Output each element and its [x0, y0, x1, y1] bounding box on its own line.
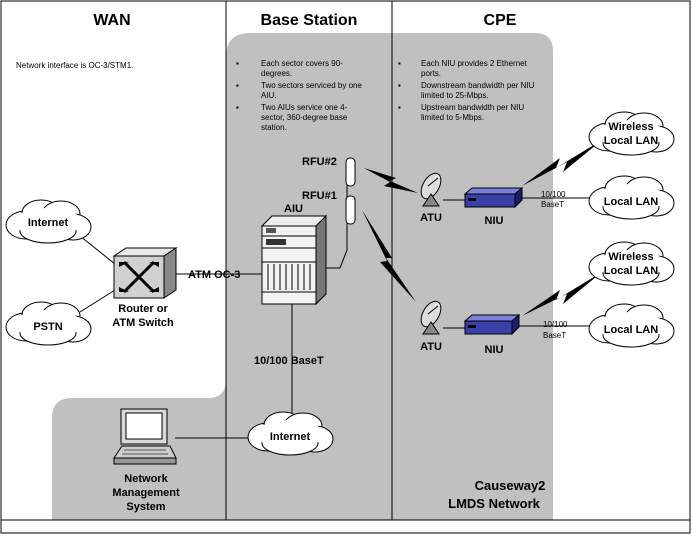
- internet-cloud-wan: Internet: [5, 199, 92, 244]
- base-station-notes: ▪ Each sector covers 90- degrees. ▪ Two …: [236, 59, 362, 132]
- baset-bottom-line2: BaseT: [543, 331, 566, 340]
- local-lan-bottom-label: Local LAN: [604, 324, 658, 336]
- wireless-lan-bottom-line2: Local LAN: [604, 265, 658, 277]
- svg-text:Upstream bandwidth per NIU: Upstream bandwidth per NIU: [421, 103, 524, 112]
- router-icon: [112, 247, 178, 299]
- atu-top-dish-icon: [420, 172, 442, 207]
- svg-text:▪: ▪: [398, 59, 401, 68]
- baset-bottom-line1: 10/100: [543, 320, 568, 329]
- atu-bottom-label: ATU: [420, 341, 442, 353]
- wireless-lan-bottom-line1: Wireless: [608, 251, 653, 263]
- nms-label-line1: Network: [124, 473, 168, 485]
- local-lan-cloud-top: Local LAN: [588, 175, 675, 220]
- niu-bottom-icon: [463, 313, 521, 336]
- svg-text:AIU.: AIU.: [261, 91, 277, 100]
- niu-top-icon: [463, 186, 524, 209]
- pstn-cloud: PSTN: [5, 301, 92, 346]
- rfu2-antenna-icon: [345, 157, 356, 187]
- svg-text:Each NIU provides 2 Ethernet: Each NIU provides 2 Ethernet: [421, 59, 528, 68]
- wireless-lan-cloud-top: Wireless Local LAN: [588, 111, 675, 156]
- svg-text:station.: station.: [261, 123, 287, 132]
- pstn-label: PSTN: [33, 321, 62, 333]
- svg-text:limited to 5-Mbps.: limited to 5-Mbps.: [421, 113, 484, 122]
- cpe-header: CPE: [484, 12, 517, 29]
- svg-text:sector, 360-degree base: sector, 360-degree base: [261, 113, 348, 122]
- atm-link-label: ATM OC-3: [188, 269, 240, 281]
- nms-label-line3: System: [126, 501, 165, 513]
- svg-text:limited to 25-Mbps.: limited to 25-Mbps.: [421, 91, 489, 100]
- wireless-lan-top-line2: Local LAN: [604, 135, 658, 147]
- base-station-header: Base Station: [261, 12, 358, 29]
- router-label-line2: ATM Switch: [112, 317, 174, 329]
- svg-text:Two AIUs service one 4-: Two AIUs service one 4-: [261, 103, 348, 112]
- wan-header: WAN: [93, 12, 130, 29]
- svg-text:Downstream bandwidth per NIU: Downstream bandwidth per NIU: [421, 81, 535, 90]
- footer-line1: Causeway2: [475, 478, 546, 493]
- rfu1-antenna-icon: [345, 195, 356, 225]
- svg-text:degrees.: degrees.: [261, 69, 292, 78]
- aiu-label: AIU: [284, 203, 303, 215]
- rfu1-label: RFU#1: [302, 190, 337, 202]
- internet-wan-label: Internet: [28, 217, 69, 229]
- svg-text:▪: ▪: [236, 103, 239, 112]
- footer-line2: LMDS Network: [448, 496, 541, 511]
- svg-text:Two sectors serviced by one: Two sectors serviced by one: [261, 81, 362, 90]
- router-label-line1: Router or: [118, 303, 168, 315]
- aiu-icon: [260, 214, 328, 306]
- baset-link-label: 10/100 BaseT: [254, 355, 324, 367]
- wireless-lan-top-line1: Wireless: [608, 121, 653, 133]
- atu-bottom-dish-icon: [420, 300, 442, 335]
- local-lan-cloud-bottom: Local LAN: [588, 303, 675, 348]
- internet-lower-label: Internet: [270, 431, 311, 443]
- local-lan-top-label: Local LAN: [604, 196, 658, 208]
- svg-text:▪: ▪: [398, 81, 401, 90]
- nms-label-line2: Management: [112, 487, 180, 499]
- wireless-links: [362, 140, 602, 316]
- cpe-notes: ▪ Each NIU provides 2 Ethernet ports. ▪ …: [398, 59, 535, 122]
- wireless-lan-cloud-bottom: Wireless Local LAN: [588, 241, 675, 286]
- rfu2-label: RFU#2: [302, 156, 337, 168]
- svg-text:▪: ▪: [398, 103, 401, 112]
- svg-text:ports.: ports.: [421, 69, 441, 78]
- baset-top-line2: BaseT: [541, 200, 564, 209]
- svg-text:▪: ▪: [236, 59, 239, 68]
- wan-note: Network interface is OC-3/STM1.: [16, 61, 133, 70]
- internet-cloud-lower: Internet: [247, 411, 334, 456]
- svg-text:▪: ▪: [236, 81, 239, 90]
- baset-top-line1: 10/100: [541, 190, 566, 199]
- niu-bottom-label: NIU: [485, 344, 504, 356]
- computer-icon: [113, 408, 177, 465]
- atu-top-label: ATU: [420, 212, 442, 224]
- svg-text:Each sector covers 90-: Each sector covers 90-: [261, 59, 343, 68]
- niu-top-label: NIU: [485, 215, 504, 227]
